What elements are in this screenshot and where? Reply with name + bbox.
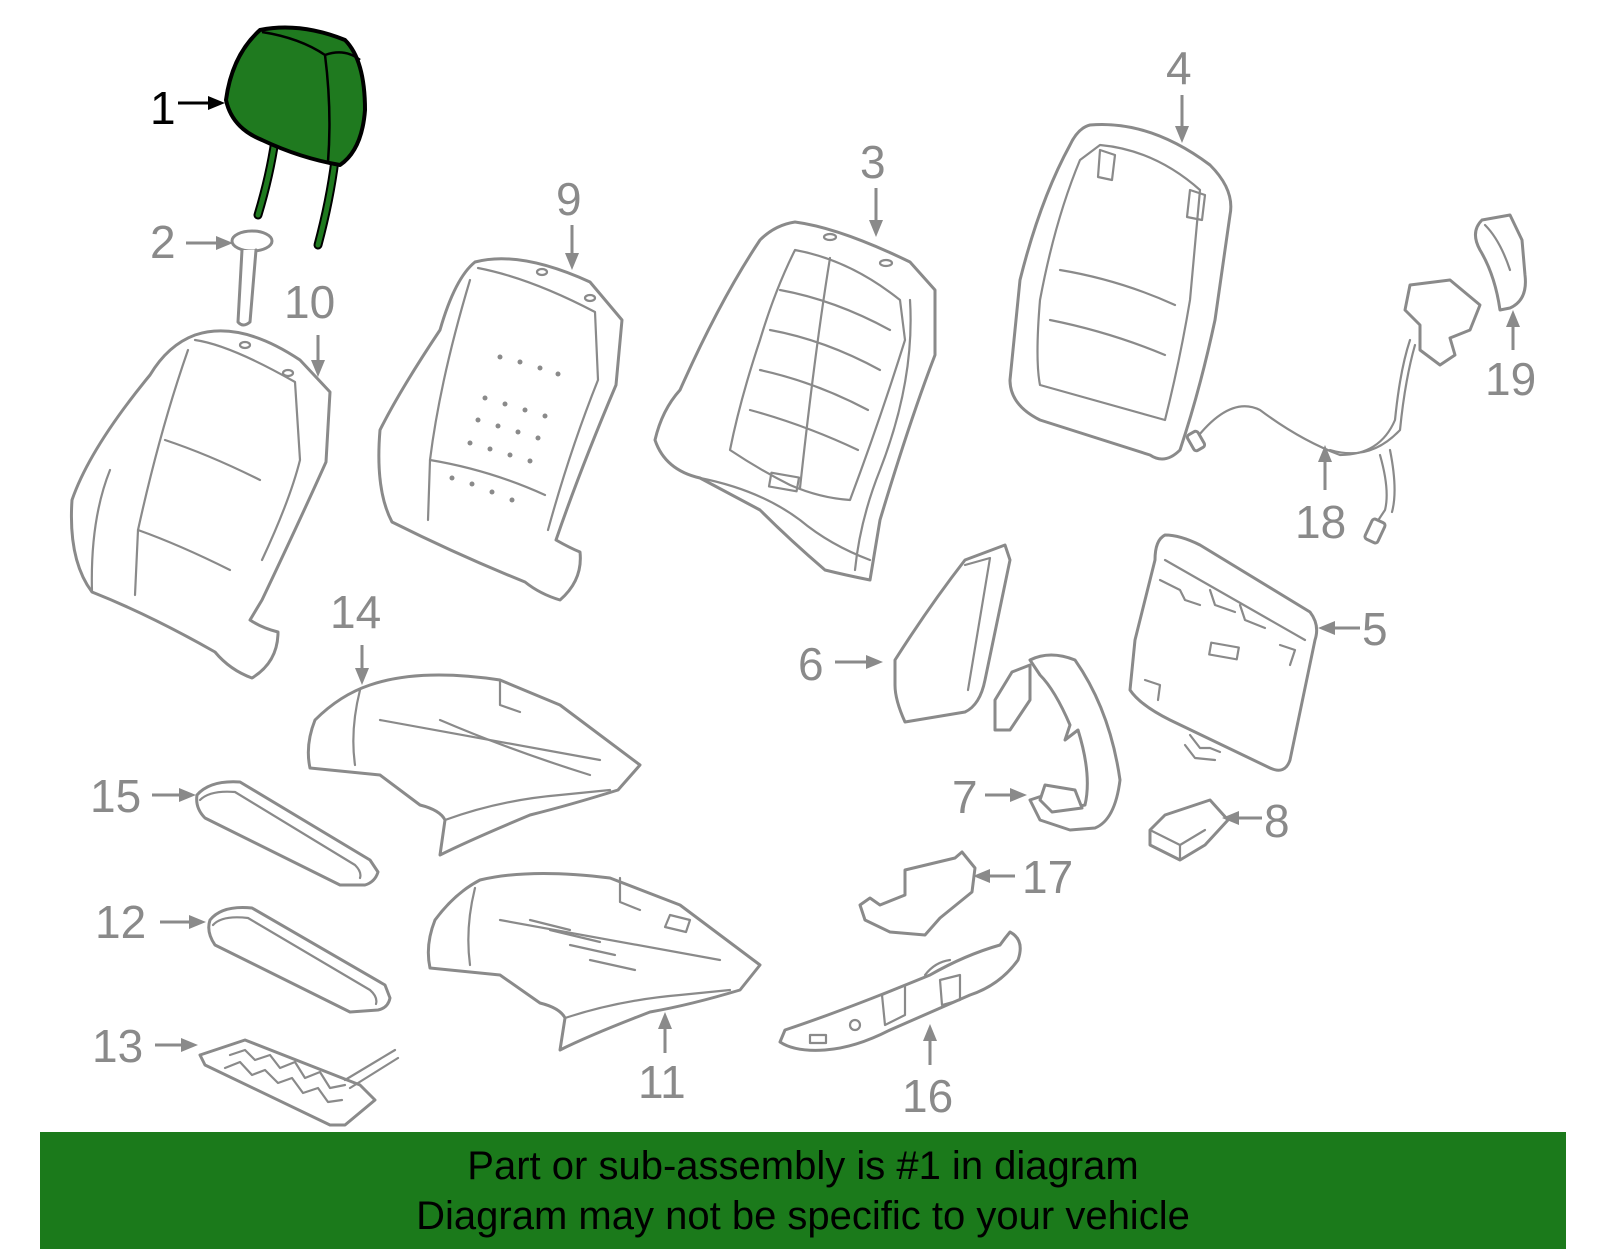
part-12-cushion-pad[interactable]: [207, 906, 392, 1014]
part-5-rear-panel[interactable]: [1128, 533, 1319, 772]
part-17-bracket[interactable]: [858, 850, 977, 937]
notice-line-1: Part or sub-assembly is #1 in diagram: [467, 1143, 1139, 1188]
part-18-wiring-harness[interactable]: [1185, 278, 1482, 545]
notice-banner: Part or sub-assembly is #1 in diagram Di…: [40, 1132, 1566, 1249]
callout-8[interactable]: 8: [1264, 795, 1290, 847]
part-3-backrest-pad[interactable]: [653, 220, 937, 582]
callout-3[interactable]: 3: [860, 136, 886, 188]
part-6-side-panel[interactable]: [893, 543, 1012, 724]
part-10-backrest-cover[interactable]: [69, 329, 332, 680]
callout-12[interactable]: 12: [95, 896, 146, 948]
callout-4[interactable]: 4: [1166, 42, 1192, 94]
callout-6[interactable]: 6: [798, 638, 824, 690]
part-4-backrest-panel[interactable]: [1008, 123, 1233, 461]
leader-lines: [152, 95, 1520, 1065]
part-2-headrest-guide[interactable]: [230, 229, 274, 327]
callout-7[interactable]: 7: [952, 771, 978, 823]
part-13-heating-element[interactable]: [198, 1038, 400, 1127]
part-8-block[interactable]: [1148, 798, 1230, 862]
callout-15[interactable]: 15: [90, 770, 141, 822]
part-1-headrest[interactable]: [224, 25, 367, 250]
callout-18[interactable]: 18: [1295, 496, 1346, 548]
perforation-dots: [449, 354, 561, 503]
part-7-side-trim[interactable]: [993, 653, 1122, 832]
callout-10[interactable]: 10: [284, 276, 335, 328]
part-16-side-trim[interactable]: [778, 930, 1022, 1052]
callout-19[interactable]: 19: [1485, 353, 1536, 405]
part-15-cushion-pad[interactable]: [195, 780, 380, 887]
callout-13[interactable]: 13: [92, 1020, 143, 1072]
callout-1[interactable]: 1: [150, 82, 176, 134]
part-19-trim-cap[interactable]: [1474, 213, 1527, 312]
callout-14[interactable]: 14: [330, 586, 381, 638]
notice-line-2: Diagram may not be specific to your vehi…: [416, 1193, 1190, 1238]
callout-11[interactable]: 11: [638, 1056, 686, 1108]
callout-16[interactable]: 16: [902, 1070, 953, 1122]
callout-9[interactable]: 9: [556, 173, 582, 225]
part-9-backrest-cover[interactable]: [377, 257, 624, 602]
callout-17[interactable]: 17: [1022, 851, 1073, 903]
callout-labels: 1 2 3 4 5 6 7 8 9 10 11 12 13 14 15 16 1…: [90, 42, 1536, 1122]
part-14-seat-cushion[interactable]: [306, 673, 642, 857]
callout-5[interactable]: 5: [1362, 603, 1388, 655]
part-11-seat-cushion-cover[interactable]: [426, 871, 762, 1052]
callout-2[interactable]: 2: [150, 216, 176, 268]
